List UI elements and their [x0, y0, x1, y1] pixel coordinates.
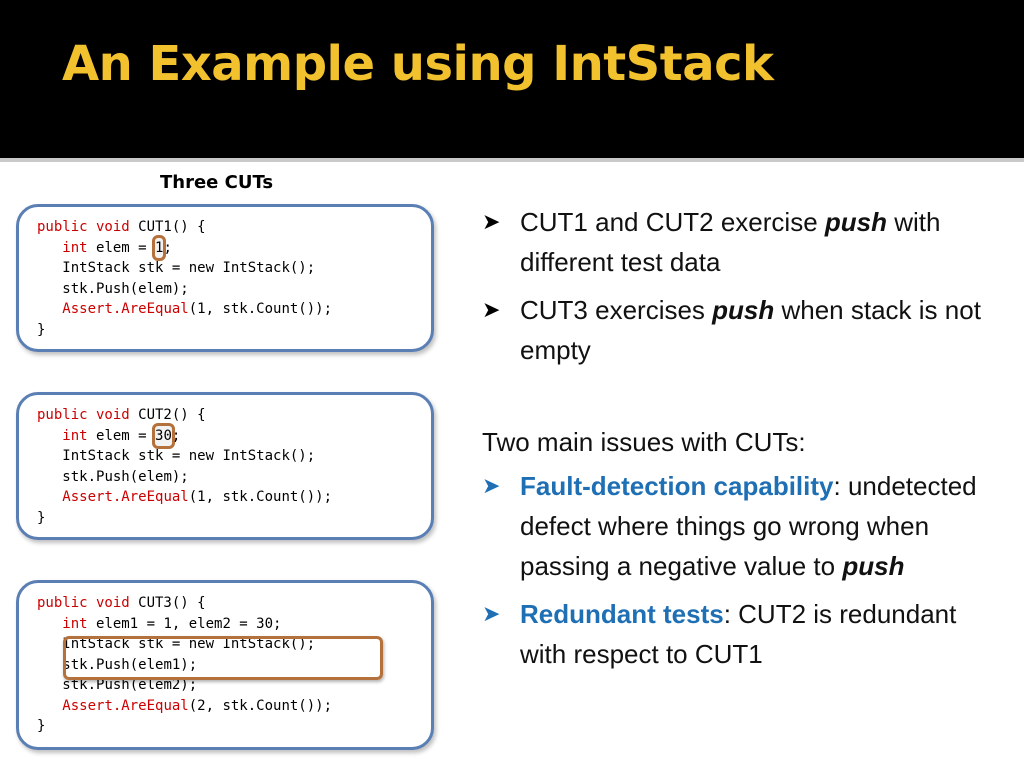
code-text: }: [37, 718, 46, 734]
code-text: stk.Push(elem2);: [62, 677, 198, 693]
emphasis-push: push: [842, 551, 905, 581]
emphasis-push: push: [824, 207, 887, 237]
code-keyword: int: [62, 427, 88, 444]
code-keyword: public void: [37, 595, 130, 611]
code-text: elem =: [87, 239, 156, 256]
highlight-shared-setup: [63, 636, 383, 680]
slide-title: An Example using IntStack: [62, 36, 774, 92]
bullet-text: : CUT2 is redundant with respect to CUT1: [520, 599, 957, 669]
code-text: stk.Push(elem);: [62, 280, 189, 297]
arrow-bullet-icon: ➤: [482, 209, 501, 234]
title-bar: [0, 0, 1024, 158]
code-text: IntStack stk = new IntStack();: [62, 260, 316, 276]
code-keyword: public void: [37, 407, 130, 423]
code-keyword: int: [62, 239, 88, 256]
code-assert: Assert.AreEqual: [62, 489, 189, 505]
code-text: (2, stk.Count());: [188, 697, 333, 714]
code-text: (1, stk.Count());: [188, 489, 333, 505]
code-text: IntStack stk = new IntStack();: [62, 448, 316, 464]
bullet-text: : undetected defect where things go wron…: [520, 471, 977, 581]
term-fault-detection: Fault-detection capability: [520, 471, 834, 501]
code-text: CUT1() {: [129, 219, 206, 235]
bullet-cut3: ➤ CUT3 exercises push when stack is not …: [482, 290, 1002, 370]
code-cut1: public void CUT1() { int elem = 1; IntSt…: [37, 217, 332, 340]
code-text: CUT3() {: [129, 595, 206, 611]
code-text: ;: [163, 239, 172, 256]
highlight-value-1: 1: [151, 234, 167, 261]
cuts-label: Three CUTs: [160, 172, 274, 193]
code-cut3: public void CUT3() { int elem1 = 1, elem…: [37, 593, 332, 737]
code-box-cut1: public void CUT1() { int elem = 1; IntSt…: [16, 204, 434, 352]
code-text: elem =: [87, 427, 156, 444]
highlight-value-30: 30: [152, 422, 175, 449]
bullet-text: when stack is not empty: [520, 295, 981, 365]
code-keyword: public void: [37, 219, 130, 235]
code-box-cut3: public void CUT3() { int elem1 = 1, elem…: [16, 580, 434, 750]
title-divider: [0, 158, 1024, 162]
bullet-text: CUT3 exercises: [520, 295, 713, 325]
arrow-bullet-icon: ➤: [482, 601, 501, 626]
code-box-cut2: public void CUT2() { int elem = 30; IntS…: [16, 392, 434, 540]
code-keyword: int: [62, 615, 88, 632]
code-text: }: [37, 321, 46, 338]
code-text: (1, stk.Count());: [188, 301, 333, 317]
term-redundant-tests: Redundant tests: [520, 599, 724, 629]
code-assert: Assert.AreEqual: [62, 301, 189, 317]
code-text: stk.Push(elem);: [62, 468, 189, 485]
code-text: }: [37, 509, 46, 526]
bullet-fault-detection: ➤ Fault-detection capability: undetected…: [482, 466, 1002, 586]
code-text: CUT2() {: [129, 407, 206, 423]
bullet-text: CUT1 and CUT2 exercise: [520, 207, 825, 237]
bullet-cut1-cut2: ➤ CUT1 and CUT2 exercise push with diffe…: [482, 202, 1002, 282]
code-text: ;: [171, 427, 181, 444]
bullet-redundant-tests: ➤ Redundant tests: CUT2 is redundant wit…: [482, 594, 1002, 674]
notes-column: ➤ CUT1 and CUT2 exercise push with diffe…: [482, 202, 1002, 674]
arrow-bullet-icon: ➤: [482, 473, 501, 498]
code-text: IntStack stk = new IntStack();: [62, 636, 316, 652]
code-cut2: public void CUT2() { int elem = 30; IntS…: [37, 405, 332, 528]
code-text: elem1 = 1, elem2 = 30;: [87, 615, 282, 632]
emphasis-push: push: [712, 295, 775, 325]
issues-heading: Two main issues with CUTs:: [482, 427, 806, 457]
arrow-bullet-icon: ➤: [482, 297, 501, 322]
bullet-text: with different test data: [520, 207, 941, 277]
code-assert: Assert.AreEqual: [62, 697, 189, 714]
code-text: stk.Push(elem1);: [62, 656, 198, 673]
